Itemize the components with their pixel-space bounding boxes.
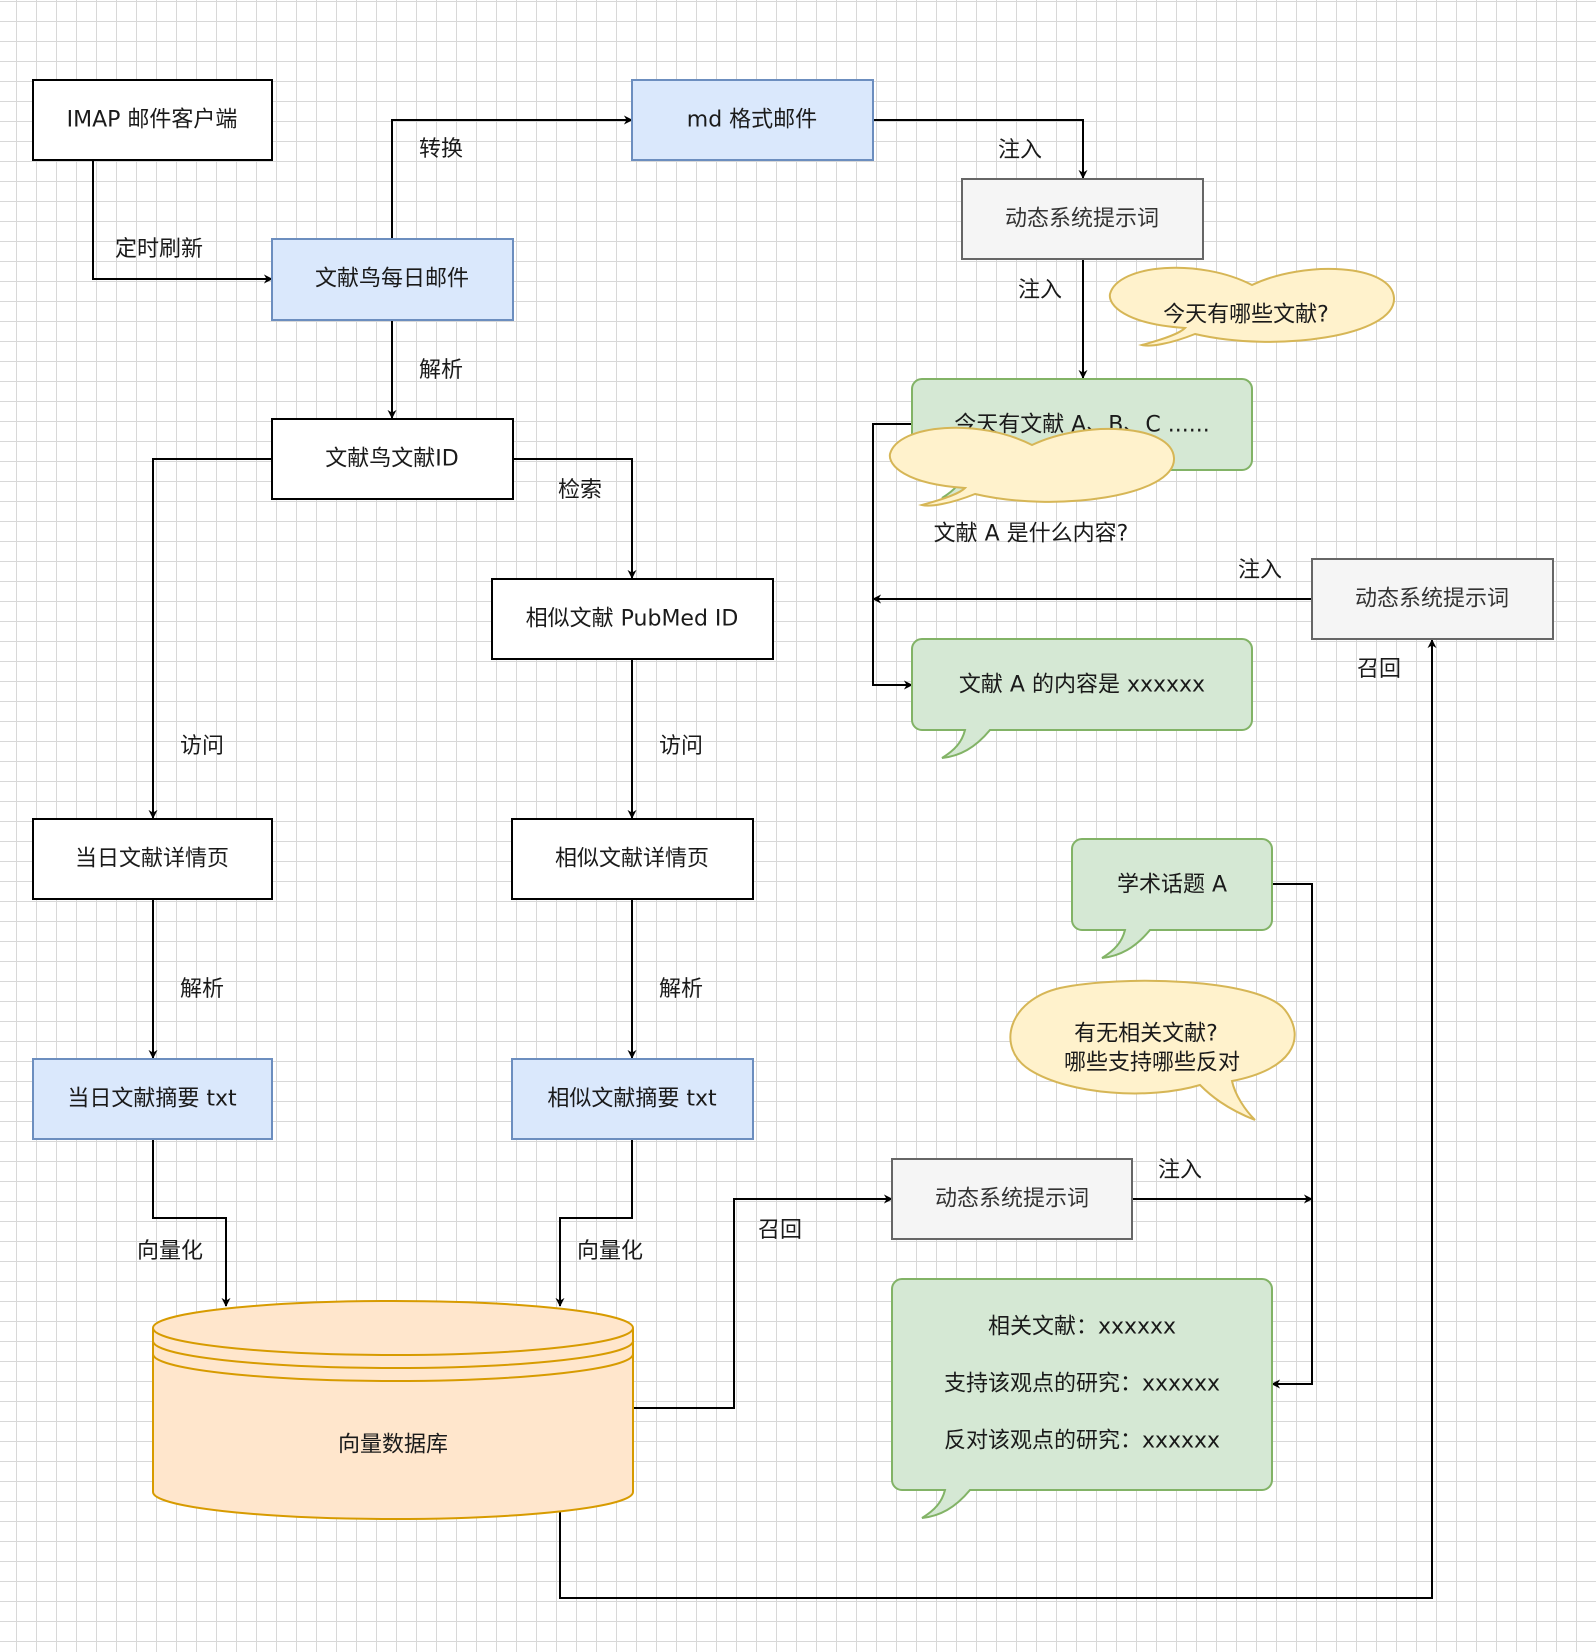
edge-db-to-middle-prompt (632, 1194, 893, 1409)
label-visit-left: 访问 (180, 734, 224, 759)
label-timed-refresh: 定时刷新 (115, 237, 203, 262)
label-vectorize-left: 向量化 (137, 1239, 203, 1264)
edge-today-answer-to-content (872, 423, 913, 690)
label-parse-right: 解析 (659, 977, 703, 1002)
svg-text:支持该观点的研究：xxxxxx: 支持该观点的研究：xxxxxx (944, 1372, 1220, 1397)
node-similar-detail: 相似文献详情页 (511, 818, 754, 900)
label-vectorize-right: 向量化 (577, 1239, 643, 1264)
node-wenxian-id: 文献鸟文献ID (271, 418, 514, 500)
svg-text:当日文献摘要 txt: 当日文献摘要 txt (67, 1087, 237, 1112)
label-recall-right: 召回 (1357, 657, 1401, 682)
node-dynamic-prompt-top: 动态系统提示词 (961, 178, 1204, 260)
svg-text:动态系统提示词: 动态系统提示词 (935, 1187, 1089, 1212)
bubble-related-answer: 相关文献：xxxxxx 支持该观点的研究：xxxxxx 反对该观点的研究：xxx… (891, 1278, 1273, 1519)
bubble-content-a: 文献 A 的内容是 xxxxxx (911, 638, 1253, 759)
edge-today-abstract-to-db (152, 1139, 231, 1307)
edge-labels: 定时刷新 转换 注入 注入 解析 检索 访问 访问 解析 解析 向量化 向量化 … (115, 137, 1401, 1264)
node-similar-pubmed-id: 相似文献 PubMed ID (491, 578, 774, 660)
svg-text:学术话题 A: 学术话题 A (1117, 873, 1227, 898)
svg-text:动态系统提示词: 动态系统提示词 (1355, 587, 1509, 612)
svg-text:当日文献详情页: 当日文献详情页 (75, 847, 229, 872)
label-inject-prompt: 注入 (1018, 278, 1062, 303)
bubble-related-question: 有无相关文献? 哪些支持哪些反对 (1009, 979, 1296, 1121)
node-daily-mail: 文献鸟每日邮件 (271, 238, 514, 321)
node-dynamic-prompt-middle: 动态系统提示词 (891, 1158, 1133, 1240)
svg-text:动态系统提示词: 动态系统提示词 (1005, 207, 1159, 232)
edge-similar-abstract-to-db (555, 1139, 633, 1307)
node-dynamic-prompt-right: 动态系统提示词 (1311, 558, 1554, 640)
node-vector-db: 向量数据库 (152, 1300, 634, 1520)
label-inject-right: 注入 (1238, 558, 1282, 583)
svg-text:相似文献摘要 txt: 相似文献摘要 txt (547, 1087, 717, 1112)
edge-id-to-similar-id (513, 458, 637, 579)
svg-text:文献鸟文献ID: 文献鸟文献ID (325, 447, 458, 472)
node-imap-client: IMAP 邮件客户端 (32, 79, 273, 161)
label-search: 检索 (558, 478, 602, 503)
label-convert: 转换 (419, 137, 463, 162)
bubble-what-question: 文献 A 是什么内容? (888, 426, 1176, 547)
svg-text:md 格式邮件: md 格式邮件 (687, 108, 817, 133)
edge-id-to-today-detail (148, 458, 272, 819)
label-recall-middle: 召回 (758, 1218, 802, 1243)
bubble-topic-a: 学术话题 A (1071, 838, 1273, 959)
svg-text:文献 A 是什么内容?: 文献 A 是什么内容? (934, 522, 1129, 547)
edge-imap-to-daily-mail (92, 160, 273, 284)
svg-text:哪些支持哪些反对: 哪些支持哪些反对 (1064, 1051, 1240, 1076)
label-parse-left: 解析 (180, 977, 224, 1002)
svg-text:今天有哪些文献?: 今天有哪些文献? (1163, 303, 1329, 328)
node-today-detail: 当日文献详情页 (32, 818, 273, 900)
svg-text:文献鸟每日邮件: 文献鸟每日邮件 (315, 267, 469, 292)
svg-text:有无相关文献?: 有无相关文献? (1074, 1022, 1218, 1047)
svg-text:向量数据库: 向量数据库 (338, 1433, 448, 1458)
edge-daily-mail-to-md (391, 115, 633, 239)
svg-text:相似文献 PubMed ID: 相似文献 PubMed ID (526, 607, 739, 632)
edge-db-to-right-prompt (559, 639, 1437, 1599)
node-md-mail: md 格式邮件 (631, 79, 874, 161)
label-visit-right: 访问 (659, 734, 703, 759)
label-inject-middle: 注入 (1158, 1158, 1202, 1183)
svg-text:文献 A 的内容是 xxxxxx: 文献 A 的内容是 xxxxxx (959, 673, 1205, 698)
svg-text:反对该观点的研究：xxxxxx: 反对该观点的研究：xxxxxx (944, 1429, 1220, 1454)
svg-text:相似文献详情页: 相似文献详情页 (555, 847, 709, 872)
svg-text:IMAP 邮件客户端: IMAP 邮件客户端 (67, 108, 238, 133)
svg-text:相关文献：xxxxxx: 相关文献：xxxxxx (988, 1315, 1176, 1340)
node-today-abstract: 当日文献摘要 txt (32, 1058, 273, 1140)
node-similar-abstract: 相似文献摘要 txt (511, 1058, 754, 1140)
edge-topic-to-answer (1271, 883, 1313, 1389)
edges (92, 115, 1437, 1599)
edge-md-to-prompt (873, 119, 1088, 179)
label-parse-mail: 解析 (419, 358, 463, 383)
bubble-today-question: 今天有哪些文献? (1108, 266, 1396, 347)
label-inject-md: 注入 (998, 138, 1042, 163)
